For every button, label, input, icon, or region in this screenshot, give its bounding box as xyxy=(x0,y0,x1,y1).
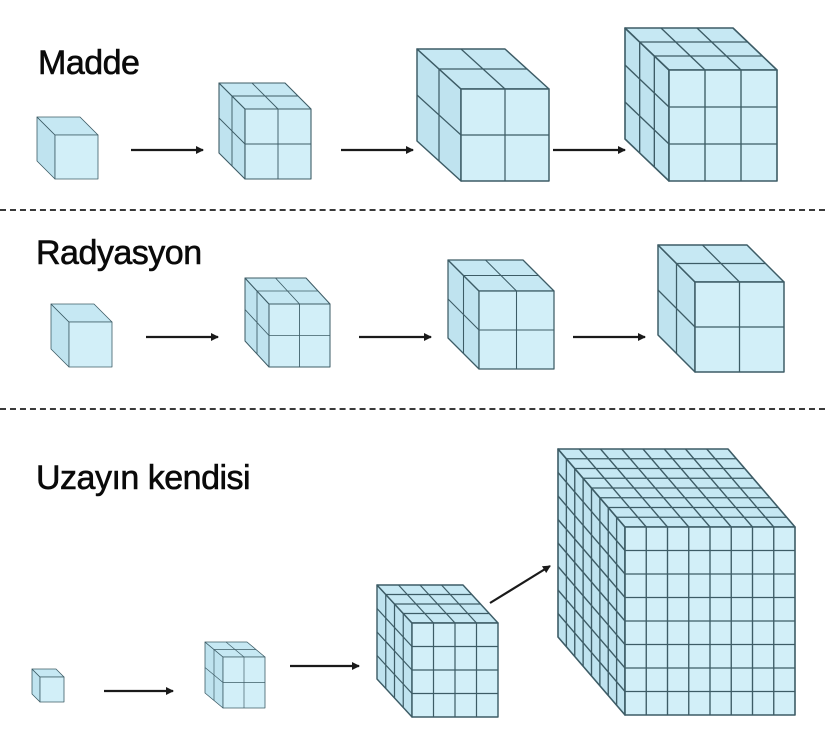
section-title-uzayin-kendisi: Uzayın kendisi xyxy=(36,459,251,497)
madde-cube-4-icon xyxy=(624,27,778,182)
uzayin-kendisi-cube-2-icon xyxy=(204,641,266,709)
radyasyon-cube-2-icon xyxy=(244,277,331,368)
section-title-madde: Madde xyxy=(38,44,141,82)
dashed-divider-2 xyxy=(0,408,825,410)
madde-cube-1-icon xyxy=(36,116,99,180)
uzayin-kendisi-cube-3-icon xyxy=(376,584,499,718)
uzayin-kendisi-cube-1-icon xyxy=(31,668,65,703)
radyasyon-cube-1-icon xyxy=(50,303,113,368)
madde-cube-2-icon xyxy=(218,82,312,180)
section-title-radyasyon: Radyasyon xyxy=(36,234,203,272)
radyasyon-cube-4-icon xyxy=(657,244,785,373)
radyasyon-cube-3-icon xyxy=(447,259,555,370)
uzayin-kendisi-cube-4-icon xyxy=(557,448,796,716)
madde-cube-3-icon xyxy=(416,48,550,182)
dashed-divider-1 xyxy=(0,209,825,211)
uzayin-kendisi-arrow-3-icon xyxy=(489,565,551,604)
